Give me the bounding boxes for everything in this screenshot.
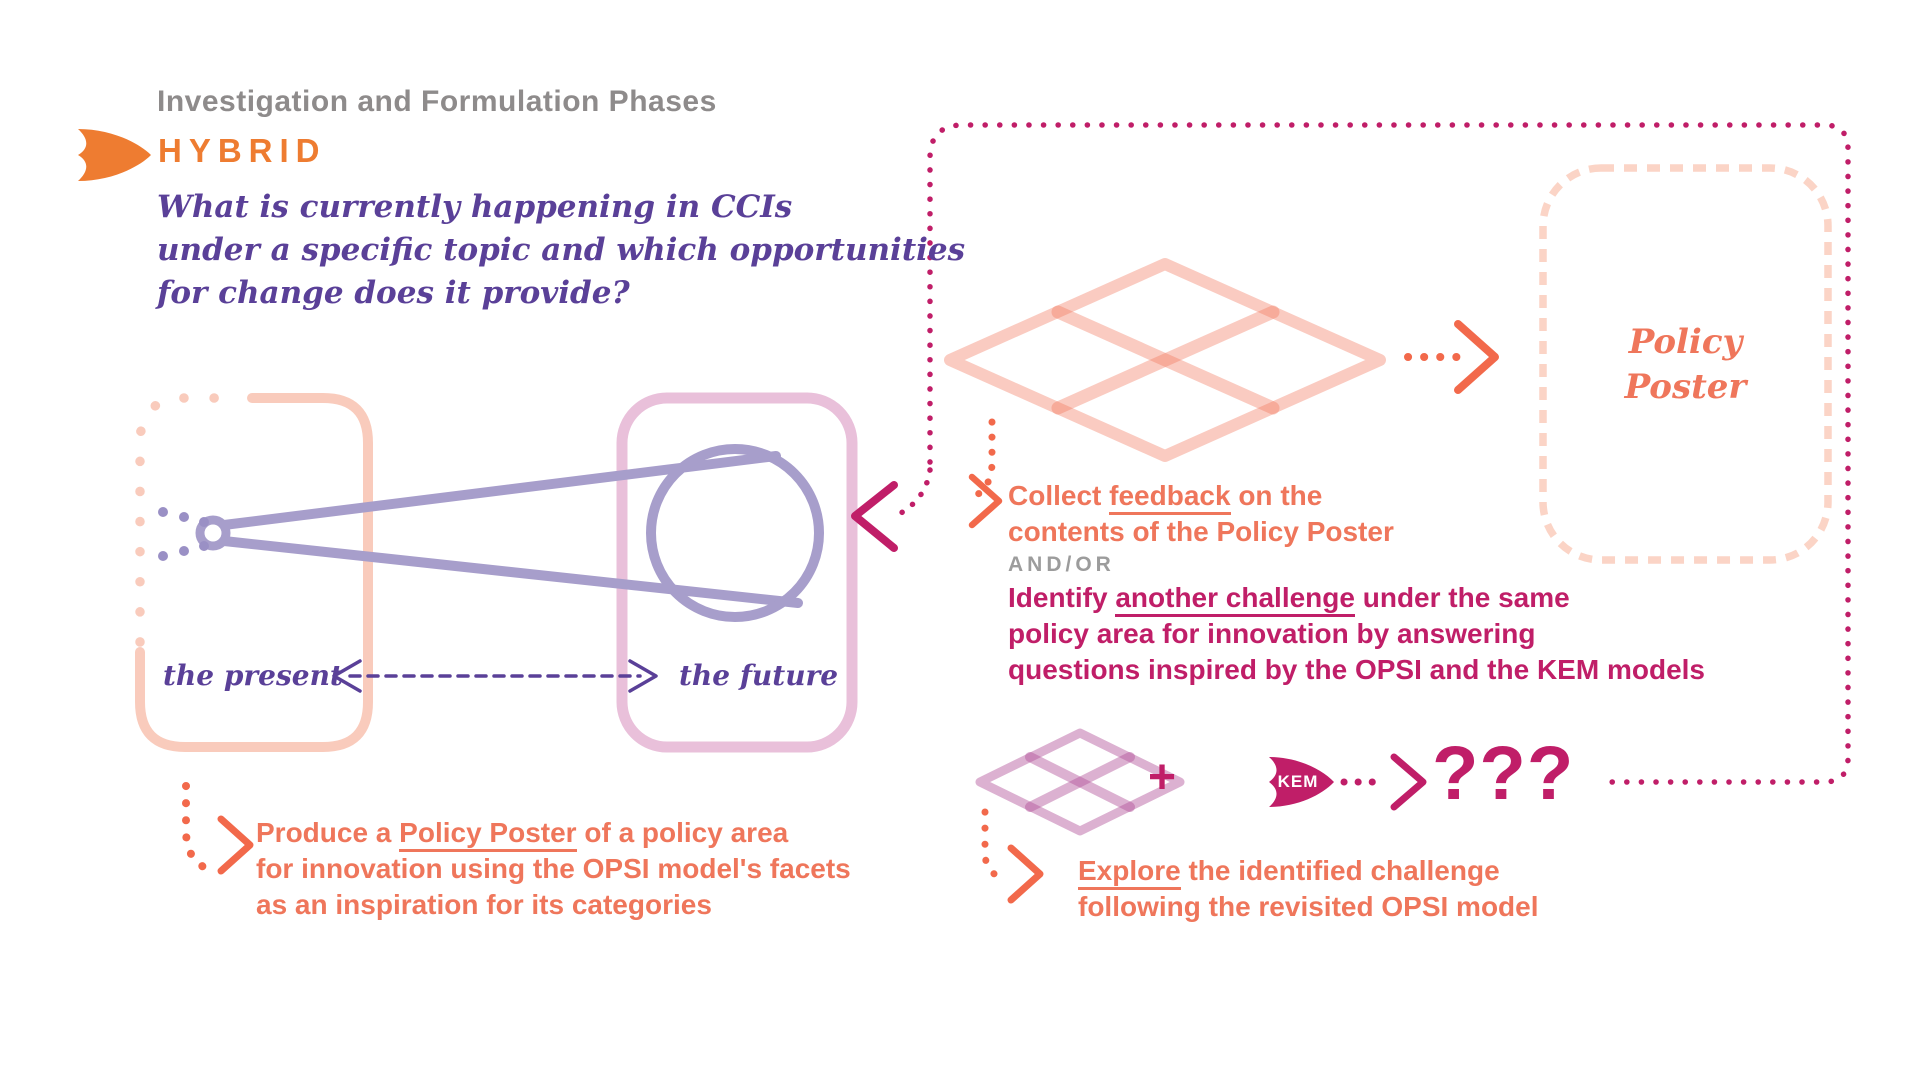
produce-note: Produce a Policy Poster of a policy area… [256,815,851,923]
border-dotted-path [851,122,1851,785]
produce-line-3: as an inspiration for its categories [256,889,712,920]
collect-note: Collect feedback on the contents of the … [1008,478,1705,688]
identify-note: Identify another challenge under the sam… [1008,580,1705,688]
question-marks: ??? [1432,731,1575,816]
policy-poster-frame [1539,164,1832,564]
opsi-model-diamond [944,258,1386,462]
collect-line-1: Collect feedback on the [1008,478,1705,515]
timeline-cone [195,444,824,622]
produce-line-1: Produce a Policy Poster of a policy area [256,815,851,852]
future-frame [616,392,858,753]
another-challenge-link: another challenge [1115,582,1355,617]
revisited-diamond [975,728,1185,836]
present-frame [135,393,373,752]
phase-title: Investigation and Formulation Phases [157,85,717,118]
future-label: the future [679,659,839,692]
question-line-2: under a specific topic and which opportu… [157,232,966,268]
explore-line-2: following the revisited OPSI model [1078,891,1539,922]
question-line-1: What is currently happening in CCIs [157,189,793,225]
produce-line-2: for innovation using the OPSI model's fa… [256,853,851,884]
policy-poster-link: Policy Poster [399,817,577,852]
kem-leaf-icon [1269,757,1334,807]
explore-link: Explore [1078,855,1181,890]
hybrid-leaf-icon [78,129,151,181]
arrow-to-policy-poster [1404,320,1499,394]
present-label: the present [163,659,343,692]
identify-line-1: Identify another challenge under the sam… [1008,580,1705,617]
identify-line-3: questions inspired by the OPSI and the K… [1008,654,1705,685]
feedback-return-chevron [851,481,898,552]
kem-arrow [1340,753,1427,811]
and-or-label: AND/OR [1008,553,1115,576]
feedback-link: feedback [1109,480,1231,515]
question-line-3: for change does it provide? [157,275,630,311]
produce-arrow [182,782,254,875]
timeline-arrow [332,659,658,693]
kem-label: KEM [1277,772,1319,791]
research-question: What is currently happening in CCIs unde… [157,186,965,315]
collect-line-2: contents of the Policy Poster [1008,516,1394,547]
mode-label: HYBRID [158,132,327,169]
policy-poster-label: Policy Poster [1624,322,1747,407]
explore-arrow [981,808,1044,904]
plus-sign: + [1147,751,1177,804]
collect-arrow [962,418,1003,529]
explore-note: Explore the identified challenge followi… [1078,853,1539,925]
identify-line-2: policy area for innovation by answering [1008,618,1536,649]
cone-origin-dots [158,507,209,561]
explore-line-1: Explore the identified challenge [1078,853,1539,890]
